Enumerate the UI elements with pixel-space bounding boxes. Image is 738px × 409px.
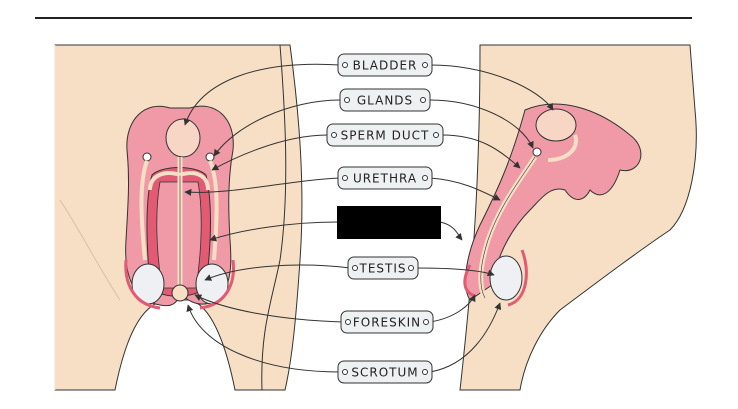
label-scrotum: SCROTUM — [337, 360, 433, 384]
label-sperm-duct: SPERM DUCT — [326, 123, 444, 147]
side-view-organs — [463, 103, 642, 307]
label-glands: GLANDS — [339, 88, 431, 112]
label-foreskin: FORESKIN — [340, 310, 434, 334]
label-glands-text: GLANDS — [357, 94, 413, 108]
label-foreskin-text: FORESKIN — [353, 316, 421, 330]
pointer-lines — [183, 63, 554, 373]
label-urethra-text: URETHRA — [353, 172, 417, 186]
label-sperm-duct-text: SPERM DUCT — [341, 129, 430, 143]
side-testis — [489, 255, 523, 301]
side-bladder — [535, 108, 577, 142]
label-scrotum-text: SCROTUM — [351, 366, 418, 380]
front-view-organs — [124, 105, 235, 310]
label-bladder: BLADDER — [337, 53, 433, 77]
label-testis-text: TESTIS — [358, 262, 406, 276]
label-testis: TESTIS — [347, 256, 419, 280]
front-bladder — [165, 118, 201, 158]
label-urethra: URETHRA — [337, 166, 433, 190]
label-bladder-text: BLADDER — [353, 59, 418, 73]
redacted-label — [337, 206, 441, 239]
